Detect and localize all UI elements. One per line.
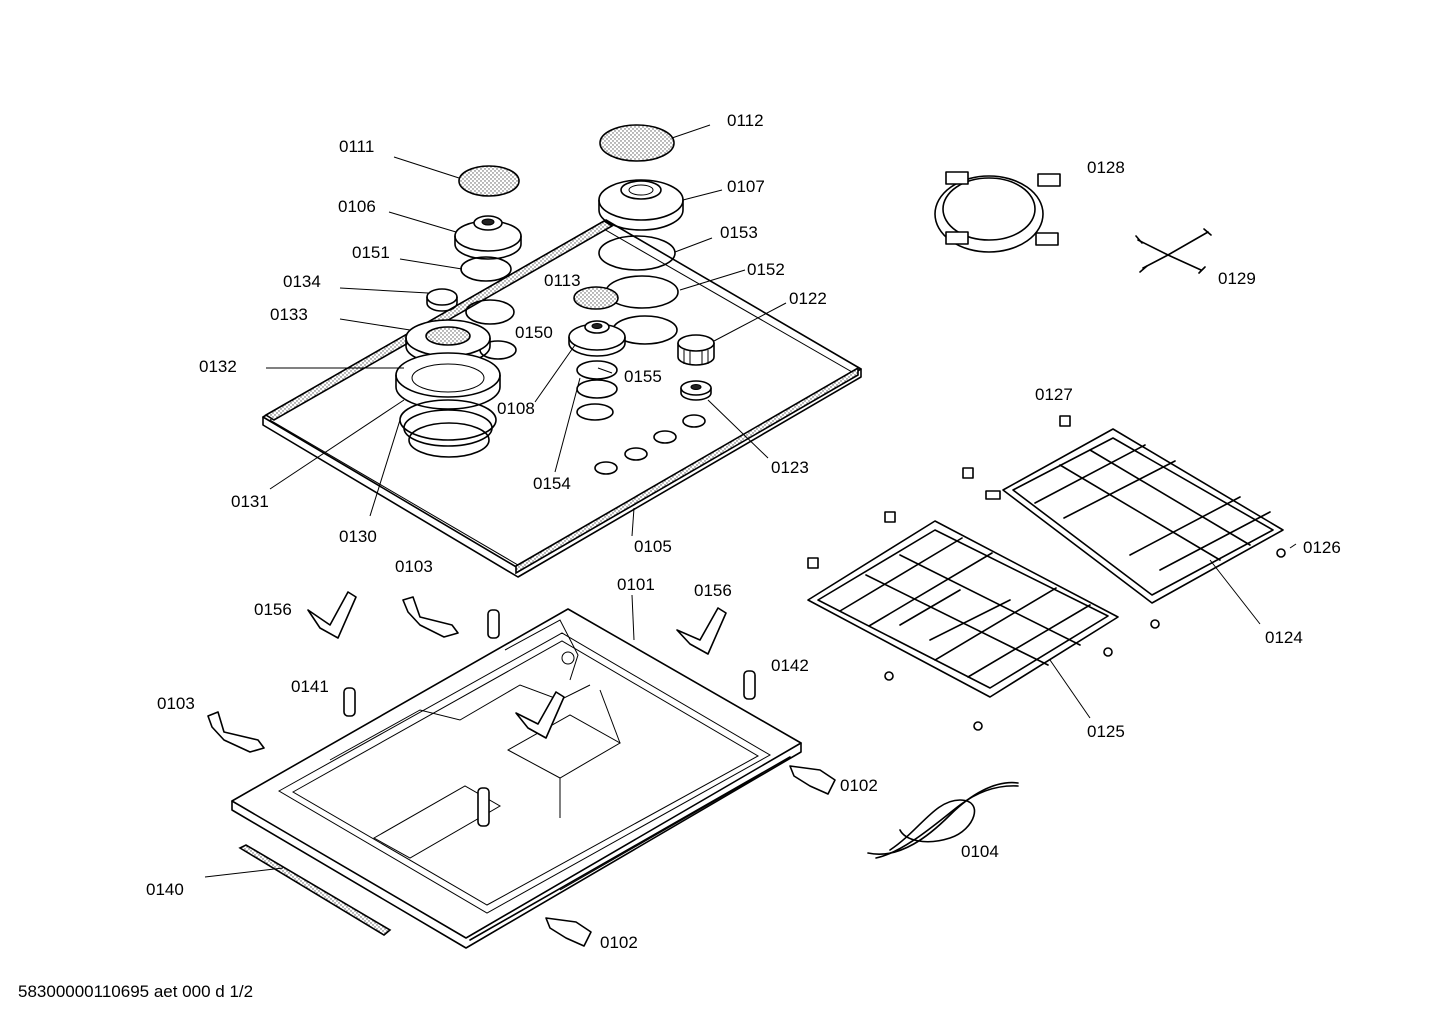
part-label: 0141 <box>291 677 329 696</box>
pan-support-left <box>807 511 1119 731</box>
part-label: 0123 <box>771 458 809 477</box>
part-label: 0140 <box>146 880 184 899</box>
part-label: 0129 <box>1218 269 1256 288</box>
part-label: 0112 <box>727 111 764 130</box>
control-knobs <box>677 334 715 401</box>
document-id: 58300000110695 aet 000 d 1/2 <box>18 982 253 1001</box>
part-label: 0108 <box>497 399 535 418</box>
burner-head-medium <box>568 320 626 357</box>
part-label: 0103 <box>157 694 195 713</box>
part-label: 0150 <box>515 323 553 342</box>
part-label: 0107 <box>727 177 765 196</box>
part-label: 0122 <box>789 289 827 308</box>
part-label: 0106 <box>338 197 376 216</box>
part-label: 0130 <box>339 527 377 546</box>
burner-head-small <box>454 215 522 260</box>
part-label: 0151 <box>352 243 390 262</box>
part-label: 0124 <box>1265 628 1303 647</box>
part-label: 0127 <box>1035 385 1073 404</box>
burner-head-large <box>598 179 684 231</box>
wok-support-ring <box>934 171 1061 253</box>
wide-seal-strip <box>238 844 392 936</box>
part-label: 0103 <box>395 557 433 576</box>
leader-lines <box>204 124 1297 878</box>
part-label: 0142 <box>771 656 809 675</box>
burner-cap-medium <box>573 286 619 310</box>
burner-cap-small <box>458 165 520 197</box>
part-label: 0152 <box>747 260 785 279</box>
part-label: 0101 <box>617 575 655 594</box>
part-label: 0132 <box>199 357 237 376</box>
part-label: 0125 <box>1087 722 1125 741</box>
small-cap-0134 <box>426 288 458 312</box>
part-label: 0133 <box>270 305 308 324</box>
part-label: 0102 <box>840 776 878 795</box>
part-label: 0134 <box>283 272 321 291</box>
clamps-and-feet <box>207 591 836 947</box>
pan-support-right <box>962 415 1286 629</box>
bottom-tray <box>231 608 802 949</box>
burner-cap-large <box>599 124 675 162</box>
part-label: 0128 <box>1087 158 1125 177</box>
part-label: 0156 <box>254 600 292 619</box>
part-label: 0105 <box>634 537 672 556</box>
part-label: 0111 <box>339 137 374 156</box>
part-label: 0156 <box>694 581 732 600</box>
part-label: 0113 <box>544 271 581 290</box>
part-label: 0155 <box>624 367 662 386</box>
wok-burner-crown <box>395 319 501 447</box>
part-labels: 0111 0112 0106 0107 0151 0153 0134 0113 … <box>146 111 1341 952</box>
part-label: 0102 <box>600 933 638 952</box>
part-label: 0153 <box>720 223 758 242</box>
part-label: 0131 <box>231 492 269 511</box>
part-label: 0126 <box>1303 538 1341 557</box>
part-label: 0104 <box>961 842 999 861</box>
ignition-cable <box>867 781 1019 859</box>
part-label: 0154 <box>533 474 571 493</box>
simmer-plate-adapter <box>1135 228 1212 274</box>
